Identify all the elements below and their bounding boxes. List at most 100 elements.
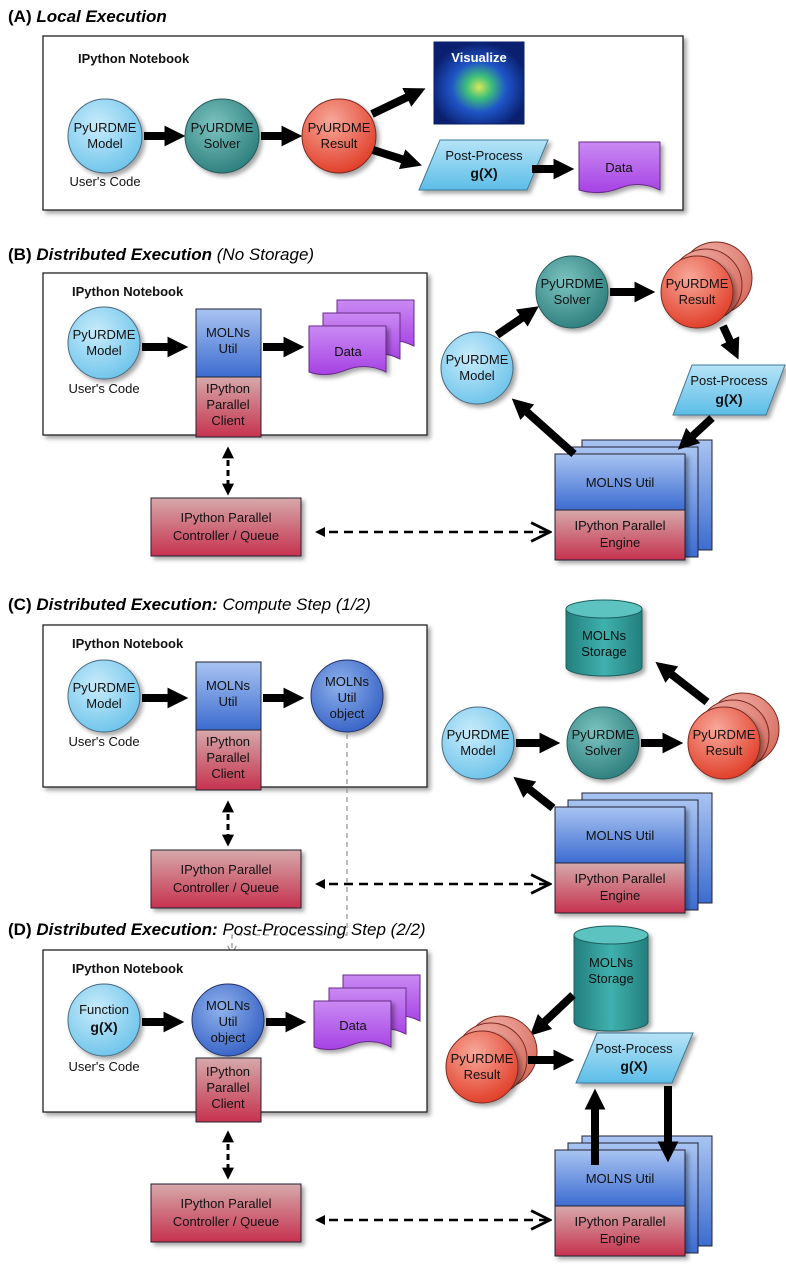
section-a: (A) Local Execution IPython Notebook PyU… [8, 7, 684, 211]
engine-stack-c: MOLNS Util IPython Parallel Engine [554, 792, 713, 914]
svg-text:Client: Client [211, 1096, 245, 1111]
data-stack-b: Data [308, 299, 415, 376]
svg-text:Post-Process: Post-Process [445, 148, 523, 163]
svg-text:PyURDME: PyURDME [308, 120, 371, 135]
svg-text:object: object [330, 706, 365, 721]
arrow-b-model-solver [494, 306, 539, 339]
svg-text:MOLNs: MOLNs [206, 325, 251, 340]
svg-text:PyURDME: PyURDME [451, 1051, 514, 1066]
svg-text:Parallel: Parallel [206, 397, 249, 412]
users-code-caption-a: User's Code [69, 174, 140, 189]
svg-text:MOLNS Util: MOLNS Util [586, 1171, 655, 1186]
section-c: (C) Distributed Execution: Compute Step … [8, 595, 780, 950]
svg-text:Result: Result [706, 743, 743, 758]
svg-text:Model: Model [460, 743, 496, 758]
arrow-b-result-postprocess [719, 324, 740, 360]
users-code-caption-b: User's Code [68, 381, 139, 396]
svg-text:g(X): g(X) [90, 1019, 117, 1035]
svg-text:PyURDME: PyURDME [572, 727, 635, 742]
svg-text:g(X): g(X) [620, 1058, 647, 1074]
molns-storage-c: MOLNs Storage [565, 599, 643, 677]
svg-text:Util: Util [338, 690, 357, 705]
svg-text:Client: Client [211, 413, 245, 428]
node-result-a: PyURDME Result [301, 98, 377, 174]
svg-text:g(X): g(X) [715, 391, 742, 407]
svg-text:Parallel: Parallel [206, 1080, 249, 1095]
svg-text:PyURDME: PyURDME [446, 352, 509, 367]
svg-text:Data: Data [334, 344, 362, 359]
node-model-c-local: PyURDME Model [67, 659, 141, 733]
section-b: (B) Distributed Execution (No Storage) I… [8, 241, 786, 561]
users-code-caption-d: User's Code [68, 1059, 139, 1074]
section-d-heading: (D) Distributed Execution: Post-Processi… [8, 920, 426, 939]
svg-text:Model: Model [86, 696, 122, 711]
section-b-heading: (B) Distributed Execution (No Storage) [8, 245, 314, 264]
molns-util-object-c: MOLNs Util object [310, 659, 384, 733]
svg-text:PyURDME: PyURDME [73, 680, 136, 695]
svg-text:PyURDME: PyURDME [666, 276, 729, 291]
svg-text:IPython Parallel: IPython Parallel [574, 1214, 665, 1229]
svg-text:Solver: Solver [554, 292, 592, 307]
node-solver-c: PyURDME Solver [566, 706, 640, 780]
ipython-client-d: IPython Parallel Client [195, 1057, 262, 1123]
svg-text:IPython Parallel: IPython Parallel [574, 871, 665, 886]
arrow-b-engine-model [511, 398, 577, 457]
data-a: Data [578, 141, 661, 194]
svg-text:Result: Result [464, 1067, 501, 1082]
node-solver-a: PyURDME Solver [184, 98, 260, 174]
svg-text:MOLNs: MOLNs [589, 955, 634, 970]
node-result-stack-d: PyURDME Result [445, 1015, 538, 1104]
section-c-heading: (C) Distributed Execution: Compute Step … [8, 595, 371, 614]
svg-text:IPython Parallel: IPython Parallel [574, 518, 665, 533]
controller-b: IPython Parallel Controller / Queue [150, 497, 302, 557]
engine-stack-d: MOLNS Util IPython Parallel Engine [554, 1135, 713, 1257]
users-code-caption-c: User's Code [68, 734, 139, 749]
node-model-b-remote: PyURDME Model [440, 331, 514, 405]
visualize-panel: Visualize [433, 41, 525, 125]
node-model-a: PyURDME Model [67, 98, 143, 174]
engine-stack-b: MOLNS Util IPython Parallel Engine [554, 439, 713, 561]
svg-text:PyURDME: PyURDME [447, 727, 510, 742]
notebook-title-d: IPython Notebook [72, 961, 184, 976]
svg-text:MOLNs: MOLNs [582, 628, 627, 643]
svg-text:Result: Result [321, 136, 358, 151]
svg-text:IPython: IPython [206, 1064, 250, 1079]
svg-text:Controller / Queue: Controller / Queue [173, 1214, 279, 1229]
svg-text:Post-Process: Post-Process [595, 1041, 673, 1056]
svg-text:Engine: Engine [600, 1231, 640, 1246]
svg-text:Function: Function [79, 1002, 129, 1017]
svg-text:MOLNs: MOLNs [206, 998, 251, 1013]
section-d: (D) Distributed Execution: Post-Processi… [8, 920, 713, 1257]
svg-text:IPython: IPython [206, 381, 250, 396]
svg-text:Util: Util [219, 1014, 238, 1029]
svg-text:PyURDME: PyURDME [541, 276, 604, 291]
molns-util-client-b: MOLNs Util IPython Parallel Client [195, 308, 262, 438]
svg-text:Engine: Engine [600, 888, 640, 903]
node-result-stack-b: PyURDME Result [660, 241, 753, 329]
notebook-title-b: IPython Notebook [72, 284, 184, 299]
svg-text:IPython Parallel: IPython Parallel [180, 510, 271, 525]
svg-text:g(X): g(X) [470, 165, 497, 181]
link-c-object-to-d [232, 734, 348, 950]
svg-text:Solver: Solver [204, 136, 242, 151]
svg-text:IPython: IPython [206, 734, 250, 749]
controller-c: IPython Parallel Controller / Queue [150, 849, 302, 909]
svg-text:PyURDME: PyURDME [73, 327, 136, 342]
svg-text:Model: Model [86, 343, 122, 358]
svg-text:object: object [211, 1030, 246, 1045]
svg-text:Model: Model [459, 368, 495, 383]
svg-text:Controller / Queue: Controller / Queue [173, 880, 279, 895]
visualize-label: Visualize [451, 50, 506, 65]
node-result-stack-c: PyURDME Result [687, 692, 780, 780]
svg-text:IPython Parallel: IPython Parallel [180, 1196, 271, 1211]
arrow-b-postprocess-engine [677, 415, 715, 450]
svg-text:Model: Model [87, 136, 123, 151]
svg-text:Data: Data [605, 160, 633, 175]
svg-text:MOLNs: MOLNs [206, 678, 251, 693]
svg-text:Engine: Engine [600, 535, 640, 550]
notebook-title-c: IPython Notebook [72, 636, 184, 651]
node-solver-b: PyURDME Solver [535, 255, 609, 329]
data-stack-d: Data [313, 974, 421, 1051]
molns-util-client-c: MOLNs Util IPython Parallel Client [195, 661, 262, 791]
section-a-heading: (A) Local Execution [8, 7, 167, 26]
